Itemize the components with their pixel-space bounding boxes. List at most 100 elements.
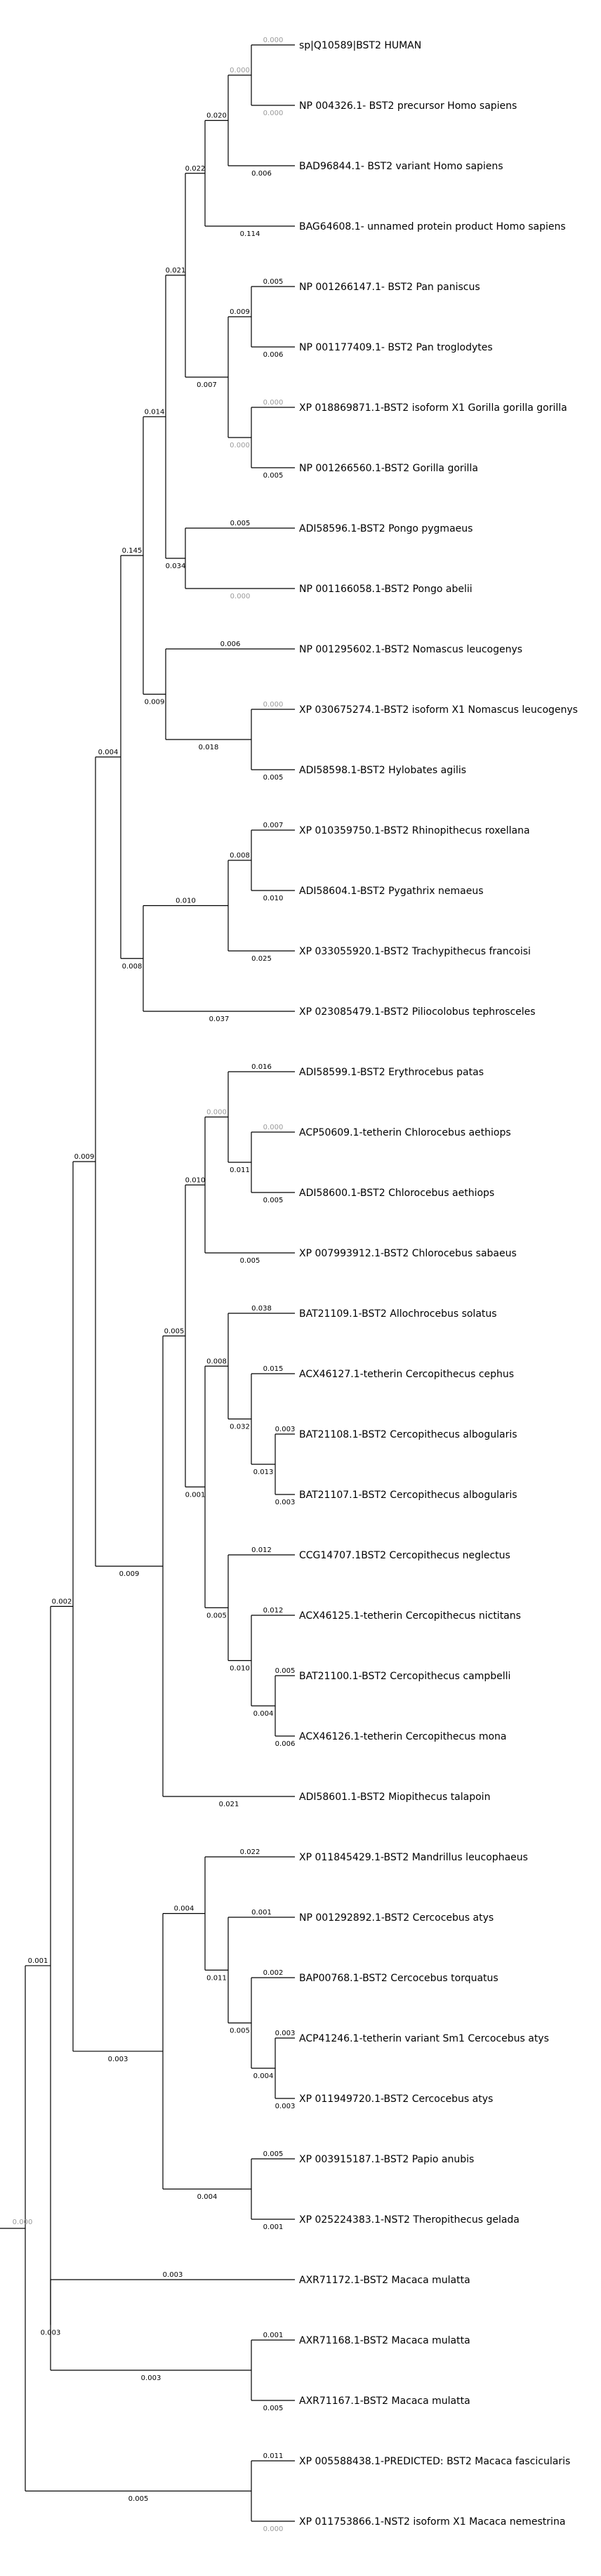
taxon-label: BAP00768.1-BST2 Cercocebus torquatus [299, 1973, 498, 1984]
branch-length-L41: 0.011 [263, 2452, 284, 2460]
taxon-label: NP 001292892.1-BST2 Cercocebus atys [299, 1912, 494, 1924]
branch-length-L24: 0.003 [275, 1426, 296, 1433]
taxon-label: NP 001166058.1-BST2 Pongo abelii [299, 584, 473, 595]
branch-length-L38: 0.003 [163, 2271, 183, 2279]
taxon-label: ADI58598.1-BST2 Hylobates agilis [299, 765, 466, 776]
taxon-label: ADI58599.1-BST2 Erythrocebus patas [299, 1067, 484, 1078]
branch-length-f: 0.014 [145, 408, 165, 416]
branch-length-L32: 0.001 [251, 1909, 272, 1917]
branch-length-L6: 0.006 [263, 351, 284, 359]
taxon-label: XP 011845429.1-BST2 Mandrillus leucophae… [299, 1852, 528, 1863]
branch-length-L17: 0.037 [209, 1016, 230, 1023]
branch-length-L21: 0.005 [240, 1257, 260, 1265]
branch-length-L11: 0.006 [220, 640, 241, 648]
branch-length-L40: 0.005 [263, 2405, 284, 2412]
branch-length-L18: 0.016 [251, 1063, 272, 1071]
branch-length-labels: 0.0000.0010.0020.0090.0040.1450.0140.021… [13, 37, 296, 2533]
taxon-label: BAT21100.1-BST2 Cercopithecus campbelli [299, 1671, 510, 1682]
branch-length-L4: 0.114 [240, 230, 260, 238]
branch-length-aa: 0.032 [230, 1424, 250, 1431]
branch-length-v: 0.010 [185, 1176, 206, 1184]
taxon-label: ACX46125.1-tetherin Cercopithecus nictit… [299, 1610, 521, 1622]
branch-length-al: 0.003 [41, 2329, 61, 2337]
taxon-label: XP 005588438.1-PREDICTED: BST2 Macaca fa… [299, 2456, 570, 2467]
branch-length-L16: 0.025 [251, 955, 272, 963]
branch-length-t: 0.009 [119, 1570, 140, 1578]
branch-length-L7: 0.000 [263, 399, 284, 407]
taxon-label: XP 033055920.1-BST2 Trachypithecus franc… [299, 946, 531, 957]
branch-length-p: 0.018 [199, 744, 219, 751]
taxon-label: BAT21107.1-BST2 Cercopithecus albogulari… [299, 1490, 517, 1501]
branch-length-h: 0.022 [185, 165, 206, 173]
branch-length-b: 0.002 [52, 1598, 72, 1605]
taxon-label: CCG14707.1BST2 Cercopithecus neglectus [299, 1550, 510, 1561]
branch-length-L14: 0.007 [263, 822, 284, 829]
taxon-label: XP 011753866.1-NST2 isoform X1 Macaca ne… [299, 2516, 565, 2528]
taxon-label: BAD96844.1- BST2 variant Homo sapiens [299, 161, 503, 172]
branch-length-L34: 0.003 [275, 2030, 296, 2037]
taxon-label: ADI58596.1-BST2 Pongo pygmaeus [299, 523, 473, 534]
branch-length-L25: 0.003 [275, 1499, 296, 1506]
branch-length-ag: 0.004 [174, 1905, 194, 1913]
branch-length-ac: 0.005 [206, 1612, 227, 1619]
branch-length-L3: 0.006 [251, 170, 272, 178]
taxon-label: BAG64608.1- unnamed protein product Homo… [299, 221, 566, 232]
branch-length-l: 0.009 [230, 308, 250, 316]
taxon-label: XP 011949720.1-BST2 Cercocebus atys [299, 2094, 493, 2105]
branch-length-a: 0.001 [28, 1957, 48, 1965]
taxon-label: ACP41246.1-tetherin variant Sm1 Cercoceb… [299, 2033, 549, 2044]
branch-length-n: 0.034 [166, 563, 186, 570]
branch-length-i: 0.020 [206, 112, 227, 120]
branch-length-s: 0.008 [230, 852, 250, 860]
taxon-label: ACP50609.1-tetherin Chlorocebus aethiops [299, 1127, 511, 1138]
branch-length-ae: 0.004 [253, 1710, 274, 1718]
branch-length-r: 0.010 [176, 898, 196, 905]
taxon-label: NP 001266147.1- BST2 Pan paniscus [299, 282, 480, 293]
branch-length-aj: 0.004 [253, 2072, 274, 2080]
taxon-label: NP 001177409.1- BST2 Pan troglodytes [299, 342, 493, 353]
branch-length-ad: 0.010 [230, 1665, 250, 1673]
branch-length-y: 0.001 [185, 1491, 206, 1499]
taxon-label: AXR71168.1-BST2 Macaca mulatta [299, 2335, 470, 2346]
branch-length-L30: 0.021 [219, 1801, 239, 1808]
branch-length-d: 0.004 [98, 749, 119, 756]
branch-length-L2: 0.000 [263, 110, 284, 117]
taxon-label: ADI58600.1-BST2 Chlorocebus aethiops [299, 1188, 494, 1199]
branch-length-L31: 0.022 [240, 1848, 260, 1856]
branch-length-L5: 0.005 [263, 278, 284, 286]
branch-length-k: 0.007 [197, 381, 217, 389]
branch-lines [0, 44, 295, 2522]
branch-length-af: 0.003 [108, 2056, 128, 2063]
branch-length-L26: 0.012 [251, 1546, 272, 1554]
branch-length-L42: 0.000 [263, 2525, 284, 2533]
branch-length-L39: 0.001 [263, 2332, 284, 2339]
branch-length-L13: 0.005 [263, 774, 284, 782]
taxon-label: AXR71172.1-BST2 Macaca mulatta [299, 2275, 470, 2286]
branch-length-L10: 0.000 [230, 593, 251, 600]
taxon-label: NP 001266560.1-BST2 Gorilla gorilla [299, 463, 478, 474]
taxon-label: XP 023085479.1-BST2 Piliocolobus tephros… [299, 1006, 536, 1018]
branch-length-L33: 0.002 [263, 1969, 284, 1977]
branch-length-an: 0.005 [128, 2495, 149, 2503]
branch-length-L27: 0.012 [263, 1607, 284, 1615]
branch-length-g: 0.021 [166, 267, 186, 275]
branch-length-j: 0.000 [230, 67, 250, 74]
branch-length-ai: 0.005 [230, 2028, 250, 2035]
branch-length-u: 0.005 [164, 1327, 185, 1335]
branch-length-L29: 0.006 [275, 1740, 296, 1748]
branch-length-L22: 0.038 [251, 1305, 272, 1313]
branch-length-L35: 0.003 [275, 2103, 296, 2110]
taxon-label: BAT21109.1-BST2 Allochrocebus solatus [299, 1308, 497, 1320]
taxon-label: ADI58601.1-BST2 Miopithecus talapoin [299, 1792, 490, 1803]
branch-length-o: 0.009 [145, 699, 165, 707]
branch-length-L9: 0.005 [230, 520, 251, 527]
taxon-label: ACX46127.1-tetherin Cercopithecus cephus [299, 1369, 514, 1380]
branch-length-L19: 0.000 [263, 1124, 284, 1131]
branch-length-L15: 0.010 [263, 895, 284, 902]
taxon-label: sp|Q10589|BST2 HUMAN [299, 40, 421, 51]
branch-length-L23: 0.015 [263, 1365, 284, 1373]
taxon-label: AXR71167.1-BST2 Macaca mulatta [299, 2396, 470, 2407]
